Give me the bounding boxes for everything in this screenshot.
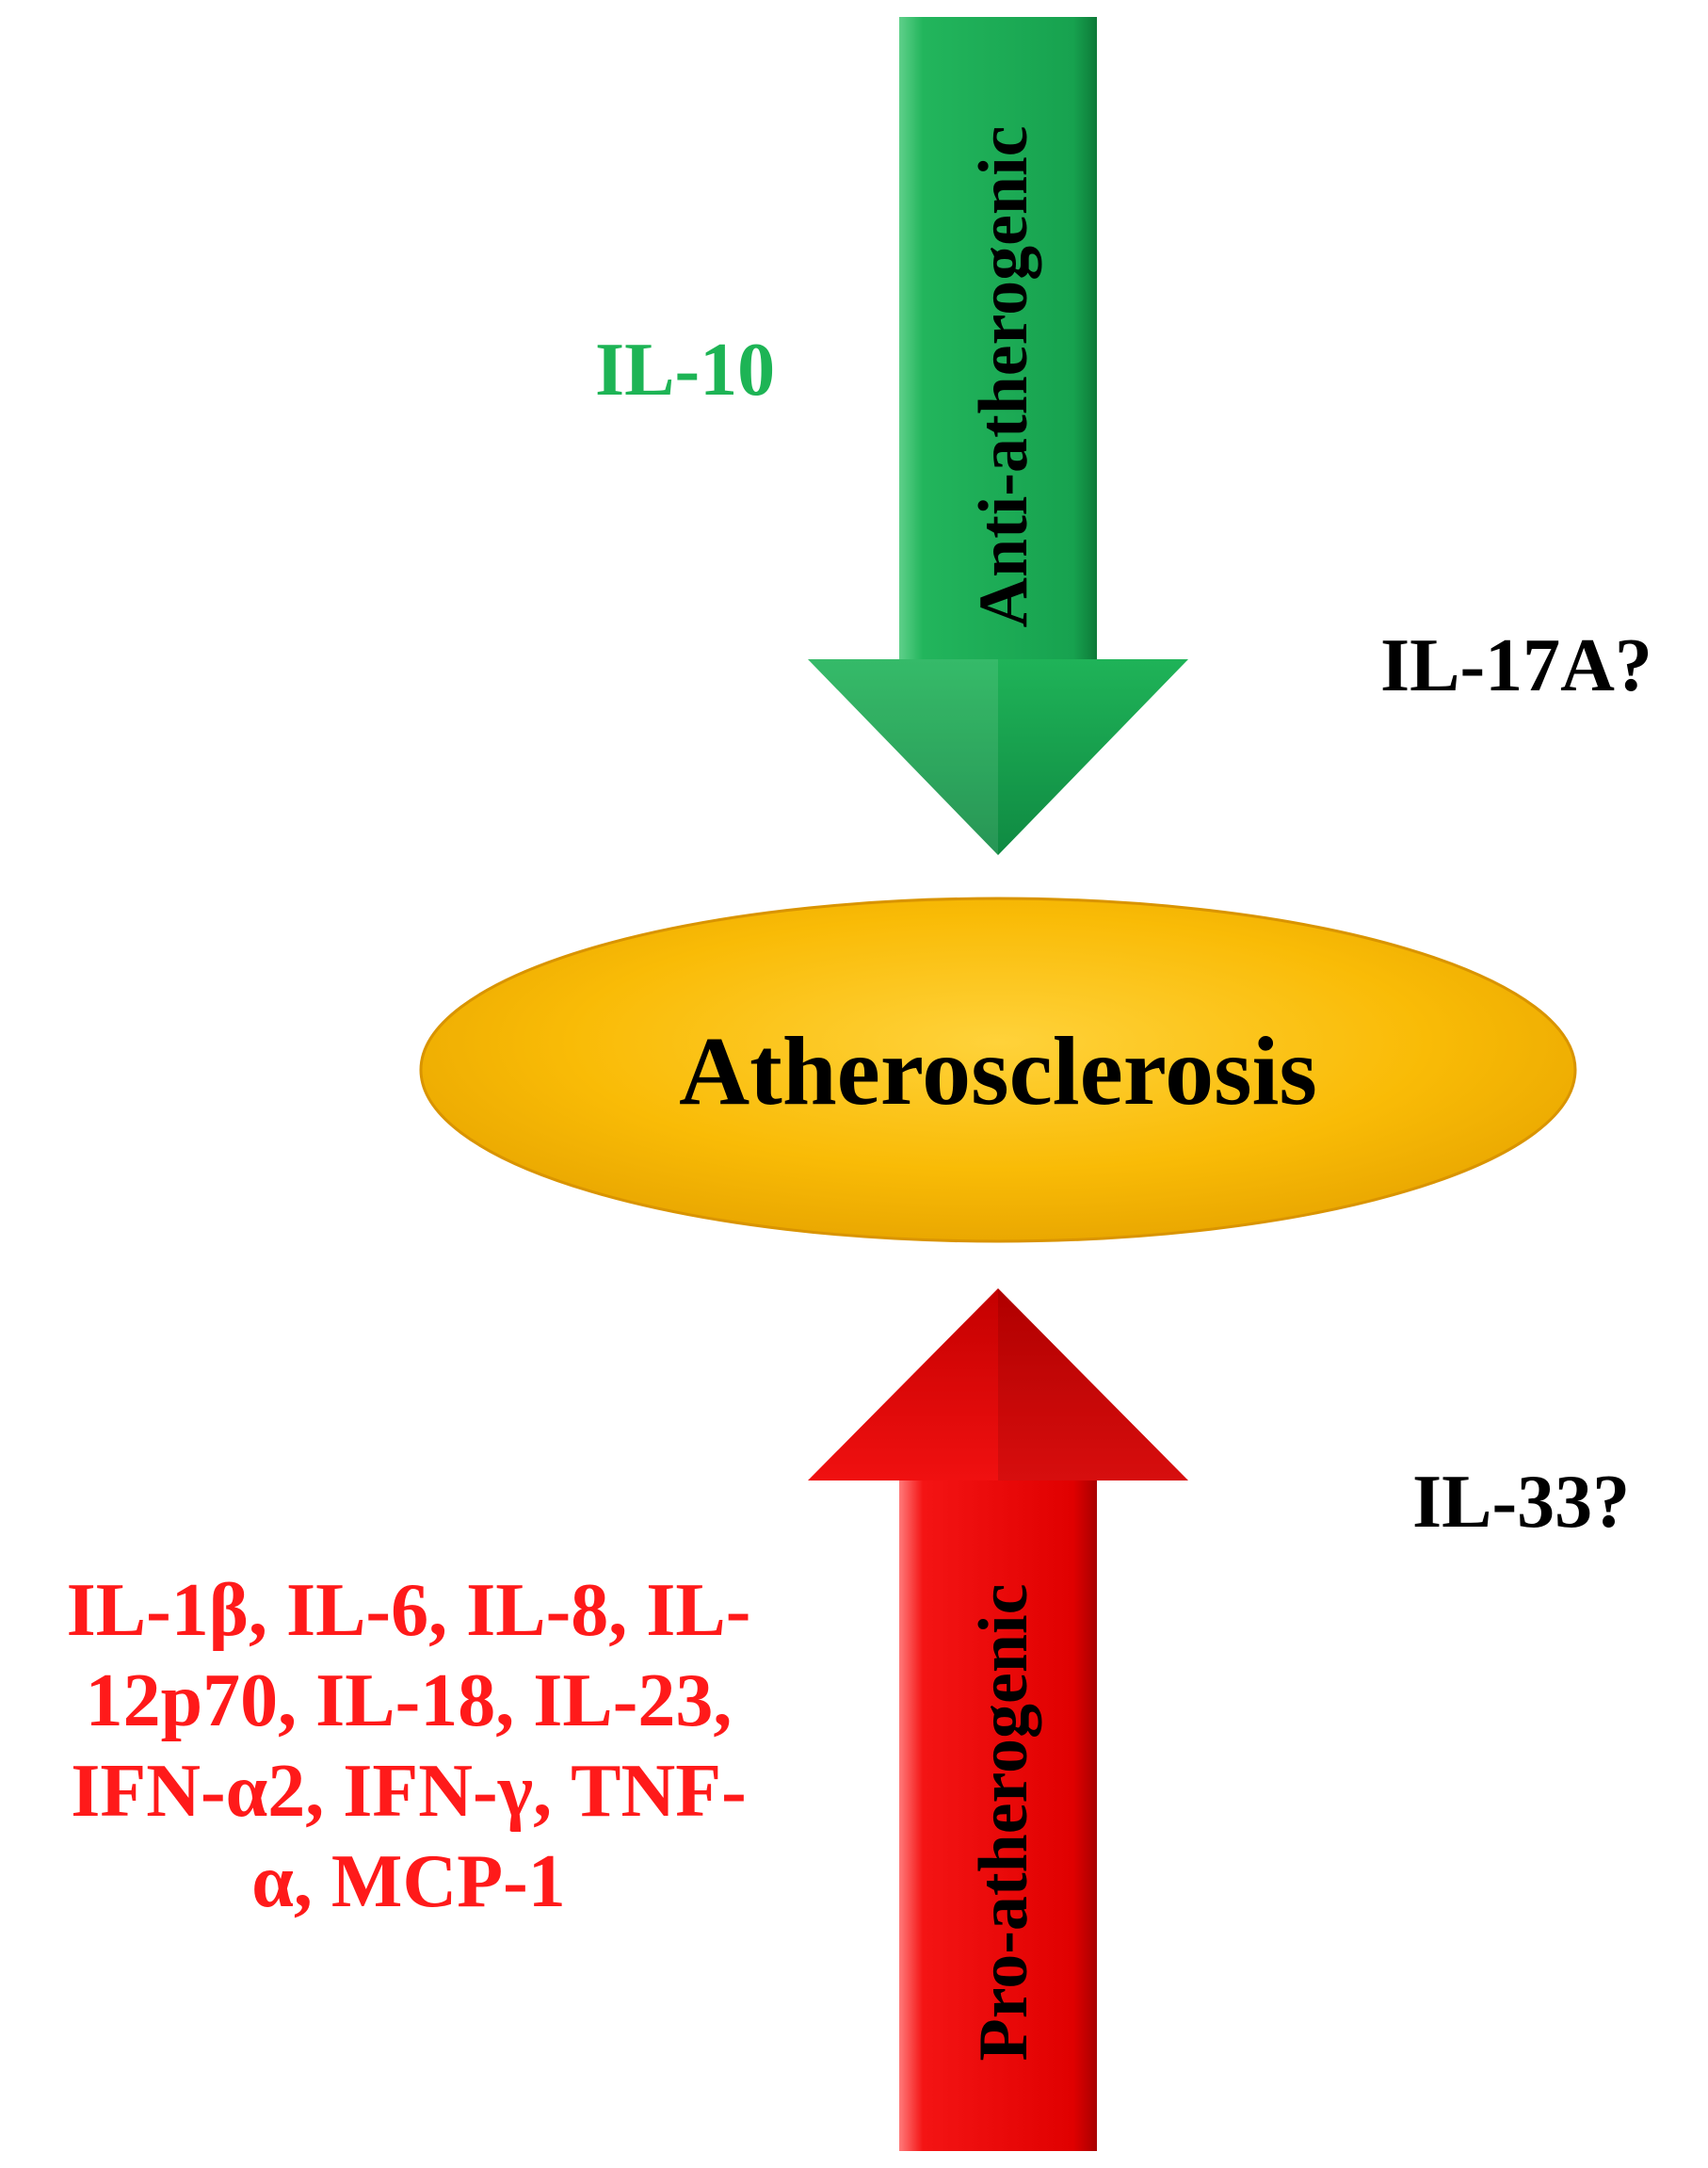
anti-arrow-shaft — [899, 17, 1097, 659]
pro-factors-line: IFN-α2, IFN-γ, TNF- — [71, 1750, 747, 1833]
anti-arrow-head-shade — [808, 659, 998, 855]
atherosclerosis-label: Atherosclerosis — [679, 1017, 1317, 1125]
il-33-label: IL-33? — [1412, 1461, 1631, 1544]
pro-factors-line: α, MCP-1 — [251, 1840, 566, 1923]
pro-arrow-head — [808, 1288, 1188, 1480]
il-10-label: IL-10 — [595, 329, 776, 412]
anti-atherogenic-label: Anti-atherogenic — [965, 126, 1042, 628]
pro-factors-line: IL-1β, IL-6, IL-8, IL- — [66, 1569, 751, 1652]
pro-arrow-head-shade — [998, 1288, 1188, 1480]
pro-atherogenic-arrow: Pro-atherogenic — [808, 1288, 1188, 2151]
pro-atherogenic-cytokine-list: IL-1β, IL-6, IL-8, IL- 12p70, IL-18, IL-… — [13, 1565, 804, 1927]
il-17a-label: IL-17A? — [1380, 624, 1652, 707]
anti-atherogenic-arrow: Anti-atherogenic — [808, 17, 1188, 855]
pro-atherogenic-label: Pro-atherogenic — [965, 1584, 1042, 2062]
atherosclerosis-ellipse — [419, 897, 1577, 1243]
pro-factors-line: 12p70, IL-18, IL-23, — [85, 1659, 733, 1742]
anti-arrow-head — [808, 659, 1188, 855]
pro-arrow-shaft — [899, 1480, 1097, 2151]
atherosclerosis-node: Atherosclerosis — [419, 897, 1577, 1243]
